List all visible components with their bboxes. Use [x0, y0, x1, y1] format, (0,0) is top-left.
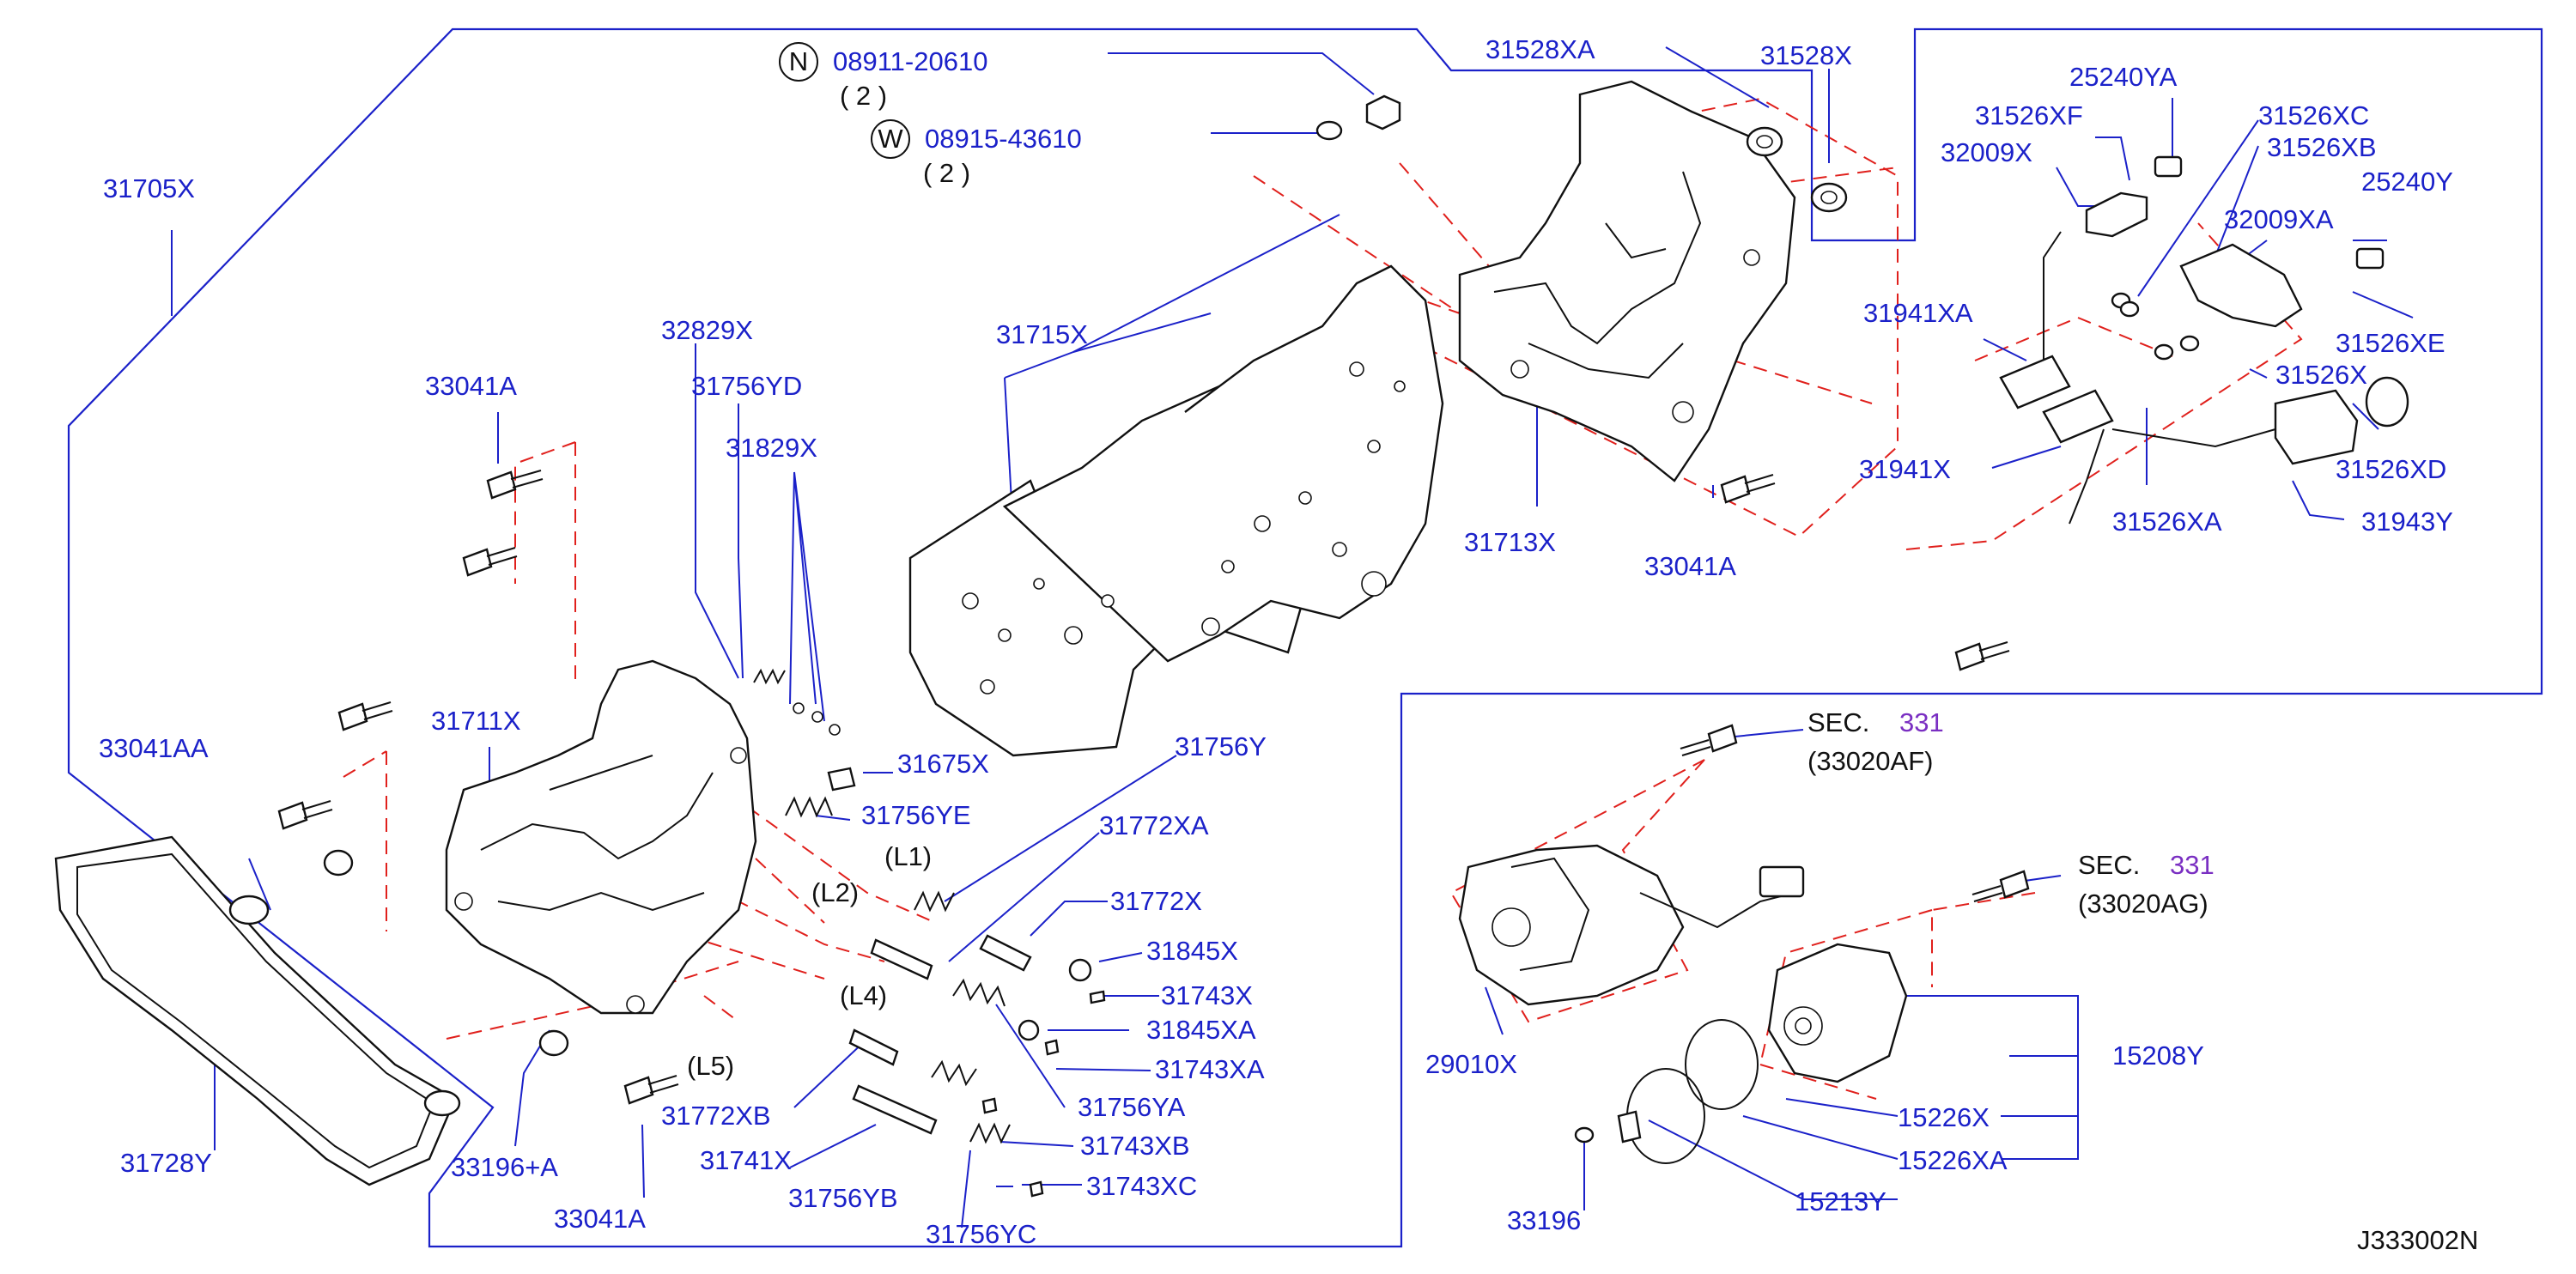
locator-l2: (L2)	[811, 877, 859, 907]
sec-ref-2-prefix: SEC.	[2078, 850, 2140, 880]
locator-l1: (L1)	[884, 841, 932, 871]
label-08911-20610[interactable]: 08911-20610	[833, 46, 987, 76]
sec-ref-1-number[interactable]: 331	[1899, 707, 1944, 737]
label-31675x[interactable]: 31675X	[897, 749, 989, 779]
sec-ref-2-part: (33020AG)	[2078, 889, 2208, 919]
label-31526xa[interactable]: 31526XA	[2112, 507, 2222, 537]
diagram-id: J333002N	[2357, 1225, 2478, 1255]
label-31743x[interactable]: 31743X	[1161, 980, 1253, 1010]
label-31772xb[interactable]: 31772XB	[661, 1101, 771, 1131]
label-31941xa[interactable]: 31941XA	[1863, 298, 1973, 328]
label-32009xa[interactable]: 32009XA	[2224, 204, 2334, 234]
separator-plate-31715x	[908, 264, 1444, 757]
label-31743xc[interactable]: 31743XC	[1086, 1171, 1197, 1201]
label-31526xd[interactable]: 31526XD	[2336, 454, 2446, 484]
label-31526xc[interactable]: 31526XC	[2258, 100, 2369, 130]
label-31741x[interactable]: 31741X	[700, 1145, 792, 1175]
label-31845x[interactable]: 31845X	[1146, 936, 1238, 966]
label-31829x[interactable]: 31829X	[726, 433, 817, 463]
nut-badge-circle	[779, 42, 818, 82]
label-33041a-top[interactable]: 33041A	[425, 371, 517, 401]
label-31743xa[interactable]: 31743XA	[1155, 1054, 1265, 1084]
label-31941x[interactable]: 31941X	[1859, 454, 1951, 484]
label-31756ye[interactable]: 31756YE	[861, 800, 971, 830]
sec-ref-2-number[interactable]: 331	[2170, 850, 2215, 880]
label-31728y[interactable]: 31728Y	[120, 1148, 212, 1178]
label-25240y[interactable]: 25240Y	[2361, 167, 2453, 197]
label-08915-43610[interactable]: 08915-43610	[925, 124, 1082, 154]
label-31756ya[interactable]: 31756YA	[1078, 1092, 1186, 1122]
label-29010x[interactable]: 29010X	[1425, 1049, 1517, 1079]
washer-badge-letter: W	[878, 124, 903, 154]
label-33041a-bot[interactable]: 33041A	[554, 1204, 646, 1234]
group-frames	[67, 27, 2543, 1248]
label-31526xf[interactable]: 31526XF	[1975, 100, 2083, 130]
label-32829x[interactable]: 32829X	[661, 315, 753, 345]
label-33041a-mid[interactable]: 33041A	[1644, 551, 1736, 581]
nut-badge-letter: N	[789, 46, 808, 76]
label-31756y[interactable]: 31756Y	[1175, 731, 1267, 761]
label-25240ya[interactable]: 25240YA	[2069, 62, 2178, 92]
actuator-motor-29010x	[1458, 844, 1805, 1006]
label-15226x[interactable]: 15226X	[1898, 1102, 1990, 1132]
label-31528x[interactable]: 31528X	[1760, 40, 1852, 70]
part-labels: 31705X N 08911-20610 ( 2 ) W 08915-43610…	[99, 34, 2478, 1255]
plate-holes	[962, 361, 1406, 695]
washer-badge-circle	[871, 119, 910, 159]
label-32009x[interactable]: 32009X	[1941, 137, 2032, 167]
label-31528xa[interactable]: 31528XA	[1485, 34, 1595, 64]
qty-note-washer: ( 2 )	[923, 158, 970, 188]
label-33196[interactable]: 33196	[1507, 1205, 1581, 1235]
upper-valve-body-31713x	[1458, 80, 1796, 482]
label-31756yc[interactable]: 31756YC	[926, 1219, 1036, 1249]
sec-ref-1-part: (33020AF)	[1807, 746, 1933, 776]
label-31526x[interactable]: 31526X	[2275, 360, 2367, 390]
label-31705x[interactable]: 31705X	[103, 173, 195, 203]
oil-strainer-31728y	[54, 835, 461, 1186]
locator-l5: (L5)	[687, 1051, 734, 1081]
label-33196a[interactable]: 33196+A	[451, 1152, 558, 1182]
qty-note-nut: ( 2 )	[840, 81, 887, 111]
label-31756yd[interactable]: 31756YD	[691, 371, 802, 401]
label-31713x[interactable]: 31713X	[1464, 527, 1556, 557]
label-33041aa[interactable]: 33041AA	[99, 733, 209, 763]
locator-l4: (L4)	[840, 980, 887, 1010]
nut-washer-seals	[323, 94, 1848, 1057]
label-15208y[interactable]: 15208Y	[2112, 1040, 2204, 1071]
label-31943y[interactable]: 31943Y	[2361, 507, 2453, 537]
label-31743xb[interactable]: 31743XB	[1080, 1131, 1190, 1161]
label-31772xa[interactable]: 31772XA	[1099, 810, 1209, 840]
label-31715x[interactable]: 31715X	[996, 319, 1088, 349]
label-31526xb[interactable]: 31526XB	[2267, 132, 2377, 162]
sec-ref-1-prefix: SEC.	[1807, 707, 1869, 737]
solenoid-harness	[1999, 155, 2409, 525]
label-31526xe[interactable]: 31526XE	[2336, 328, 2445, 358]
label-15226xa[interactable]: 15226XA	[1898, 1145, 2008, 1175]
label-31772x[interactable]: 31772X	[1110, 886, 1202, 916]
bolts	[277, 470, 2030, 1105]
label-31756yb[interactable]: 31756YB	[788, 1183, 898, 1213]
label-15213y[interactable]: 15213Y	[1795, 1186, 1886, 1216]
label-31845xa[interactable]: 31845XA	[1146, 1015, 1256, 1045]
pump-assembly-15208y	[1574, 943, 1908, 1164]
springs-valves	[753, 668, 1106, 1198]
lower-valve-body-31711x	[445, 659, 757, 1015]
label-31711x[interactable]: 31711X	[431, 706, 521, 736]
